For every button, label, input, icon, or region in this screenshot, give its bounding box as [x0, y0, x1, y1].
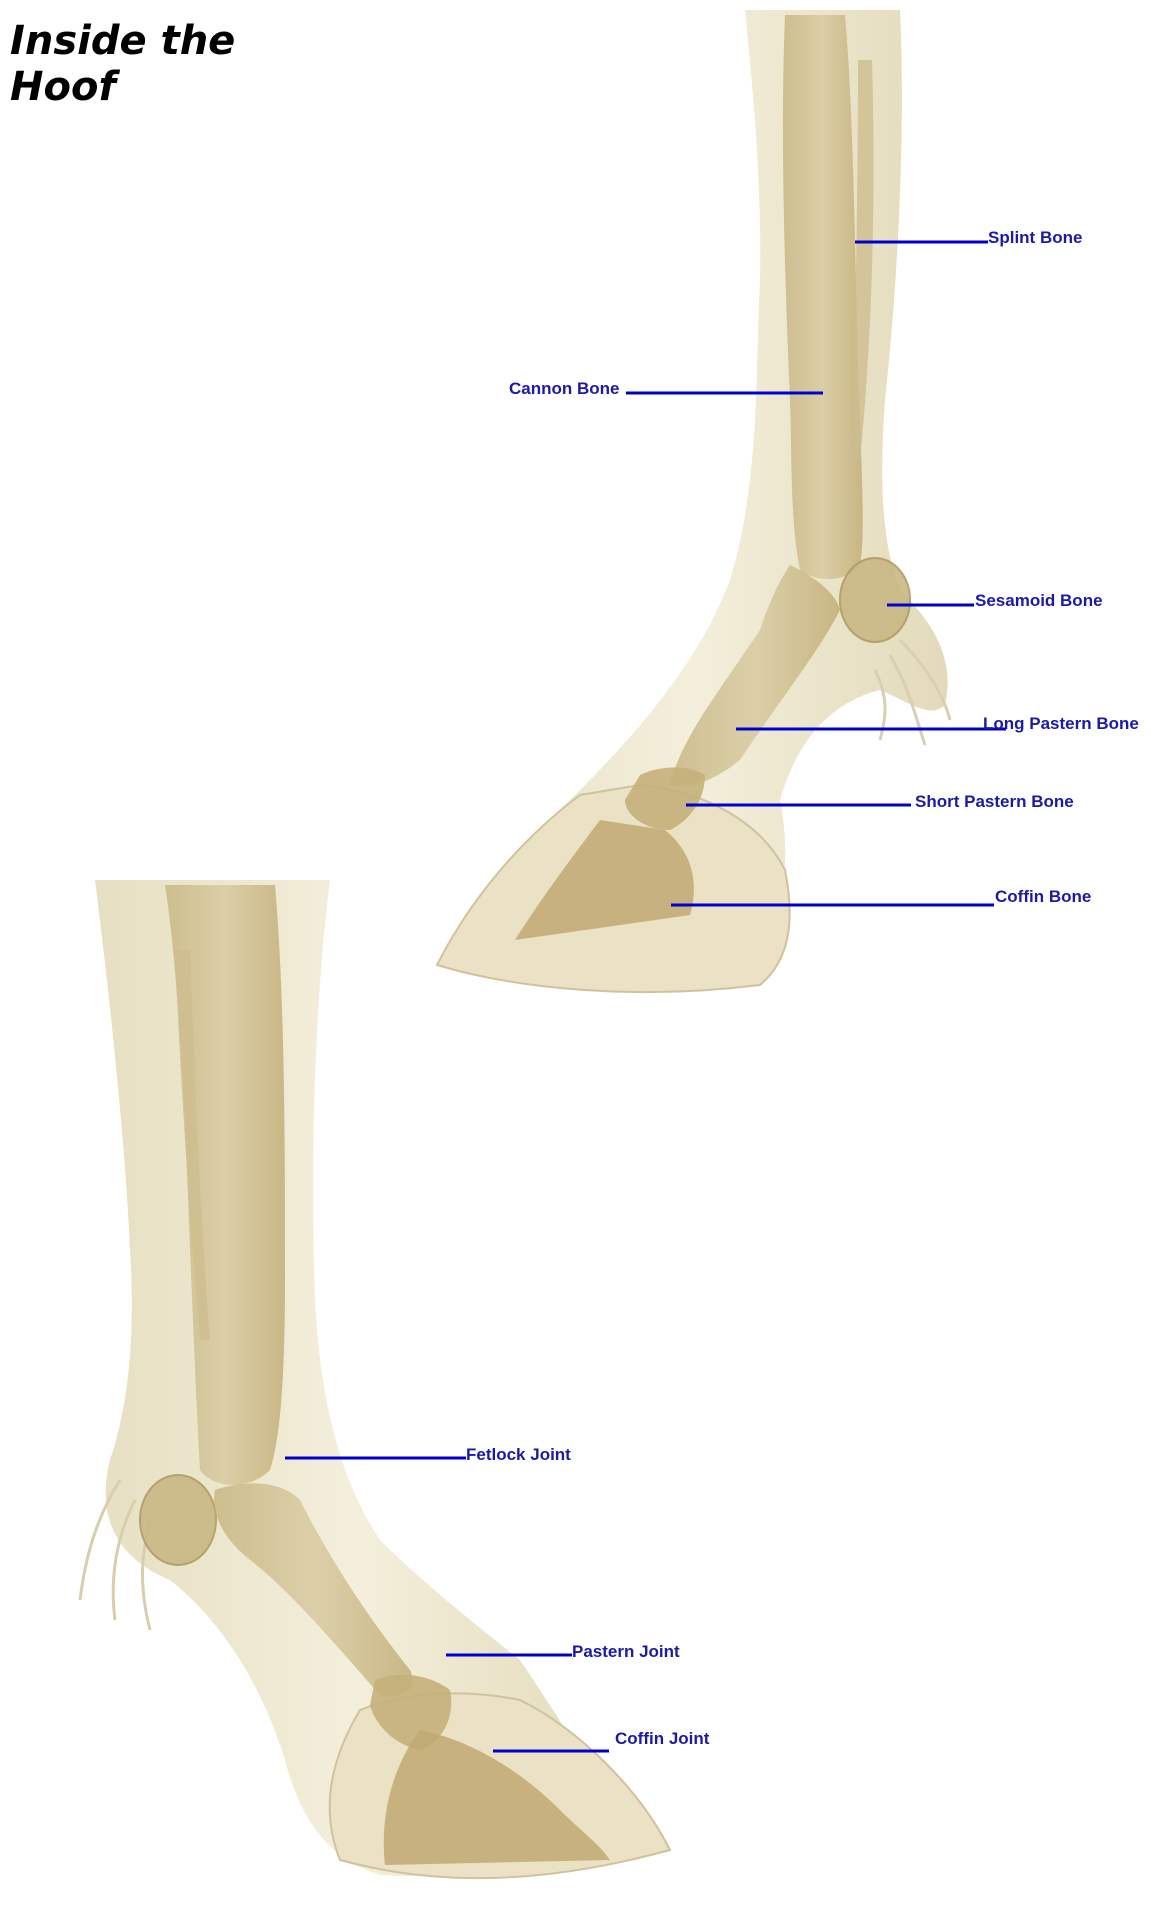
lower-leg-illustration: Fetlock Joint Pastern Joint Coffin Joint [80, 880, 710, 1878]
sesamoid-bone-label: Sesamoid Bone [975, 591, 1103, 610]
coffin-bone-label: Coffin Bone [995, 887, 1091, 906]
short-pastern-bone-label: Short Pastern Bone [915, 792, 1074, 811]
upper-leg-illustration: Splint Bone Cannon Bone Sesamoid Bone Lo… [437, 10, 1139, 992]
upper-sesamoid-bone [840, 558, 910, 642]
splint-bone-label: Splint Bone [988, 228, 1082, 247]
long-pastern-bone-label: Long Pastern Bone [983, 714, 1139, 733]
lower-sesamoid-bone [140, 1475, 216, 1565]
fetlock-joint-label: Fetlock Joint [466, 1445, 571, 1464]
coffin-joint-label: Coffin Joint [615, 1729, 710, 1748]
pastern-joint-label: Pastern Joint [572, 1642, 680, 1661]
cannon-bone-label: Cannon Bone [509, 379, 620, 398]
